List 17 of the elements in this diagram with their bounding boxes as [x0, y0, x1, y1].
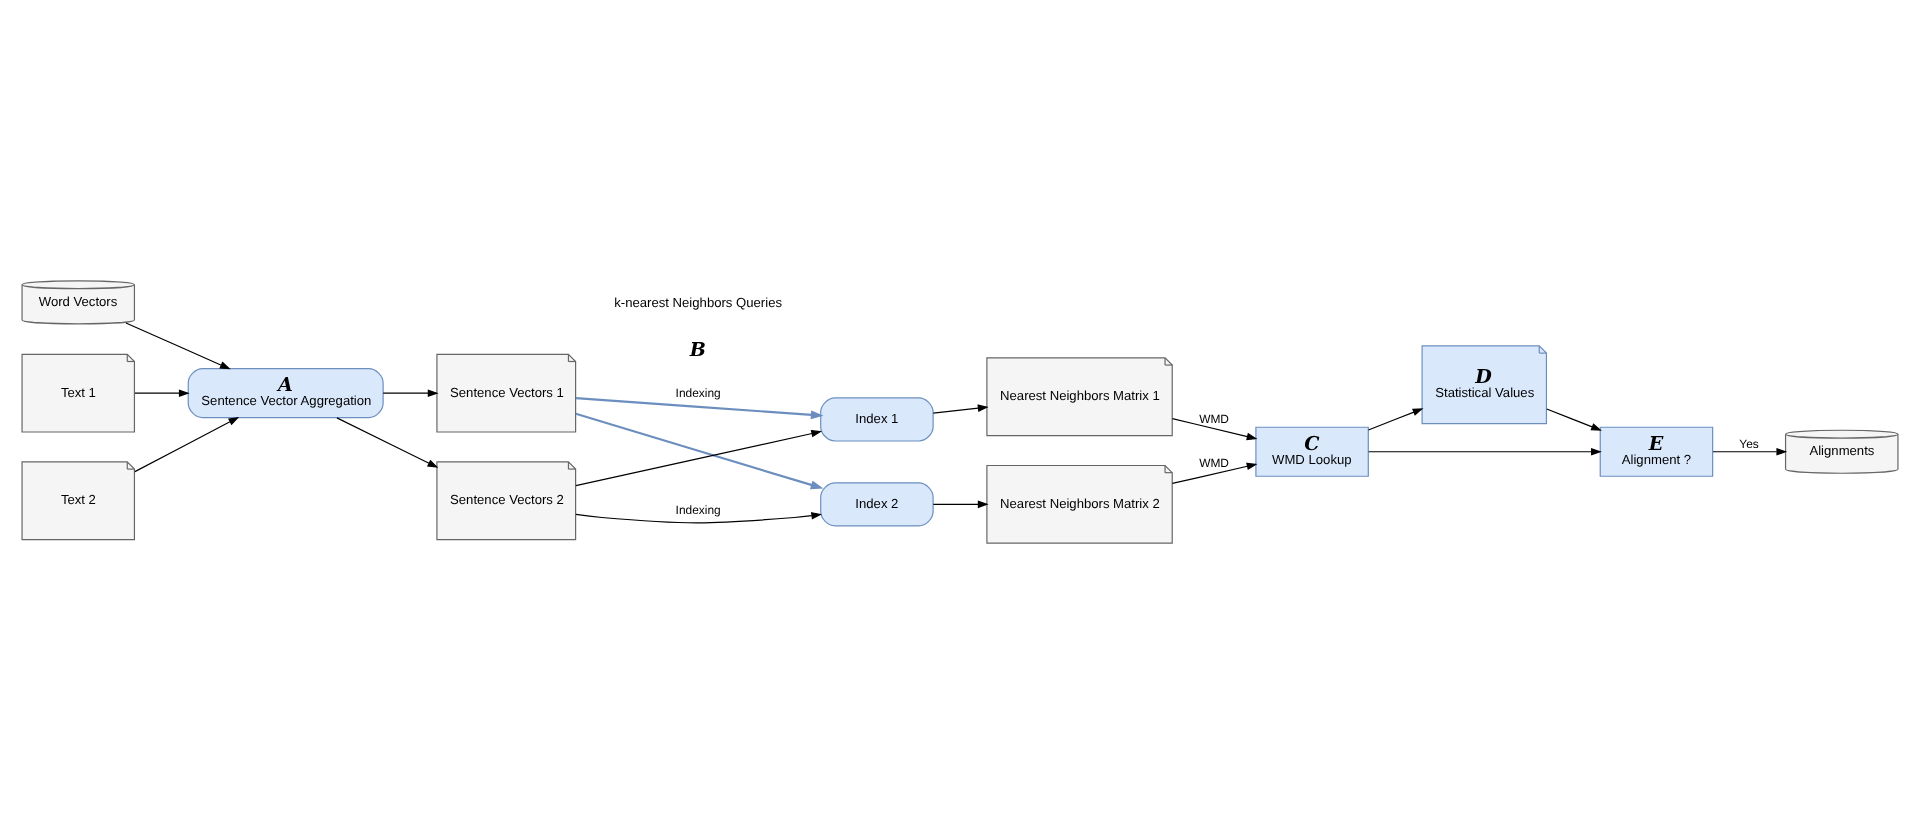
arrow: [932, 499, 989, 508]
label: B: [689, 338, 706, 361]
arrow: [1712, 446, 1788, 455]
arrow: [134, 388, 190, 396]
arrow: [575, 396, 824, 419]
arrow: [1171, 461, 1258, 483]
arrow: [575, 428, 823, 486]
arrow: [336, 416, 439, 467]
arrow: [382, 388, 439, 396]
arrow: [575, 511, 823, 523]
arrow: [1367, 407, 1424, 430]
arrow: [134, 415, 240, 472]
arrow: [1368, 446, 1602, 455]
arrow: [575, 411, 824, 489]
arrow: [1546, 407, 1602, 430]
arrow: [932, 403, 989, 413]
arrow: [1171, 417, 1258, 440]
